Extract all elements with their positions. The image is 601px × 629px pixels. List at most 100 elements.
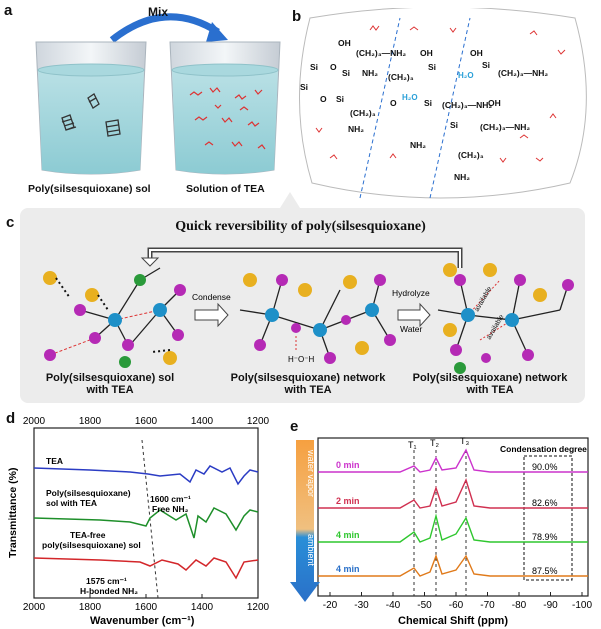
- tick-label: 1800: [79, 602, 102, 613]
- svg-text:available: available: [474, 285, 494, 313]
- tick-label: -20: [323, 600, 338, 611]
- panel-a-illustration: Mix Poly(silsesquioxane) sol Solution of…: [28, 5, 281, 195]
- tick-label: 1800: [79, 416, 102, 427]
- svg-text:O: O: [320, 94, 327, 104]
- svg-text:Poly(silsesquioxane): Poly(silsesquioxane): [46, 488, 131, 498]
- svg-text:NH₂: NH₂: [362, 68, 378, 78]
- tick-label: -80: [512, 600, 527, 611]
- svg-text:NH₂: NH₂: [348, 124, 364, 134]
- svg-text:OH: OH: [338, 38, 351, 48]
- svg-text:T₃: T₃: [460, 436, 469, 446]
- panel-a-label: a: [4, 2, 13, 19]
- svg-text:Si: Si: [310, 62, 318, 72]
- svg-text:2 min: 2 min: [336, 496, 360, 506]
- svg-text:poly(silsesquioxane) sol: poly(silsesquioxane) sol: [42, 540, 141, 550]
- svg-text:Si: Si: [342, 68, 350, 78]
- svg-text:T₁: T₁: [408, 440, 417, 450]
- panel-c-label: c: [6, 214, 15, 231]
- svg-text:OH: OH: [470, 48, 483, 58]
- tick-label: 2000: [23, 602, 46, 613]
- svg-text:H-bonded NH₂: H-bonded NH₂: [80, 586, 138, 596]
- tick-label: 1200: [247, 602, 270, 613]
- water-label: Water: [400, 324, 423, 334]
- svg-text:O: O: [390, 98, 397, 108]
- beaker2-caption: Solution of TEA: [186, 183, 265, 195]
- svg-text:Si: Si: [428, 62, 436, 72]
- trace-sol-tea: [33, 507, 259, 539]
- panel-c-title: Quick reversibility of poly(silsesquioxa…: [175, 219, 426, 234]
- scheme1-caption: Poly(silsesquioxane) sol with TEA: [45, 372, 175, 396]
- scheme-network-1: H⁻O⁻H: [239, 273, 396, 364]
- svg-text:sol with TEA: sol with TEA: [46, 498, 97, 508]
- svg-text:Si: Si: [336, 94, 344, 104]
- svg-text:(CH₂)₃—NH₂: (CH₂)₃—NH₂: [442, 100, 492, 110]
- svg-text:4 min: 4 min: [336, 530, 360, 540]
- svg-text:Condensation degree: Condensation degree: [500, 444, 587, 454]
- svg-text:(CH₂)₃—NH₂: (CH₂)₃—NH₂: [498, 68, 548, 78]
- mix-label: Mix: [148, 5, 168, 19]
- svg-text:78.9%: 78.9%: [532, 532, 558, 542]
- tick-label: -90: [543, 600, 558, 611]
- svg-text:1600 cm⁻¹: 1600 cm⁻¹: [150, 494, 191, 504]
- panel-e-label: e: [290, 418, 299, 435]
- svg-text:Si: Si: [424, 98, 432, 108]
- svg-text:H₂O: H₂O: [458, 71, 474, 80]
- tick-label: 2000: [23, 416, 46, 427]
- svg-text:0 min: 0 min: [336, 460, 360, 470]
- tick-label: 1400: [191, 416, 214, 427]
- tick-label: -100: [572, 600, 592, 611]
- svg-text:O: O: [330, 62, 337, 72]
- scheme2-caption: Poly(silsesquioxane) network with TEA: [230, 372, 386, 396]
- svg-text:H⁻O⁻H: H⁻O⁻H: [288, 355, 314, 364]
- d-xlabel: Wavenumber (cm⁻¹): [90, 615, 195, 627]
- trace-tea-free: [33, 557, 259, 580]
- beaker-1: [35, 41, 147, 175]
- svg-text:OH: OH: [488, 98, 501, 108]
- panel-d-chart: 2000 2000 1800 1800 1600 1600 1400 1400 1200 1200…: [7, 416, 270, 627]
- tick-label: 1600: [135, 416, 158, 427]
- panel-c-background: [20, 192, 585, 403]
- svg-text:TEA-free: TEA-free: [70, 530, 106, 540]
- tick-label: -60: [449, 600, 464, 611]
- e-xlabel: Chemical Shift (ppm): [398, 615, 508, 627]
- tick-label: -30: [354, 600, 369, 611]
- beaker1-caption: Poly(silsesquioxane) sol: [28, 183, 151, 195]
- svg-text:TEA: TEA: [46, 456, 63, 466]
- hydrolyze-label: Hydrolyze: [392, 288, 430, 298]
- svg-text:(CH₂)₃—NH₂: (CH₂)₃—NH₂: [356, 48, 406, 58]
- panel-e-chart: -20 -30 -40 -50 -60 -70 -80 -90 -100 water vapor…: [290, 436, 592, 627]
- mix-arrow: [109, 13, 220, 43]
- svg-text:87.5%: 87.5%: [532, 566, 558, 576]
- svg-text:Si: Si: [300, 82, 308, 92]
- svg-text:(CH₂)₃: (CH₂)₃: [388, 72, 414, 82]
- svg-text:1575 cm⁻¹: 1575 cm⁻¹: [86, 576, 127, 586]
- tick-label: 1600: [135, 602, 158, 613]
- svg-text:Si: Si: [450, 120, 458, 130]
- condense-label: Condense: [192, 292, 231, 302]
- panel-b-label: b: [292, 8, 302, 25]
- scheme-network-2: available available: [437, 263, 574, 374]
- scheme-sol: [43, 267, 186, 368]
- scheme3-caption: Poly(silsesquioxane) network with TEA: [412, 372, 568, 396]
- arrow-top-label: water vapor: [306, 449, 316, 497]
- svg-text:OH: OH: [420, 48, 433, 58]
- svg-text:82.6%: 82.6%: [532, 498, 558, 508]
- svg-text:H₂O: H₂O: [402, 93, 418, 102]
- panel-d-label: d: [6, 410, 16, 427]
- svg-text:(CH₂)₃: (CH₂)₃: [350, 108, 376, 118]
- trace-tea: [33, 465, 259, 486]
- arrow-bottom-label: ambient: [306, 534, 316, 567]
- d-ylabel: Transmittance (%): [7, 468, 19, 558]
- svg-text:90.0%: 90.0%: [532, 462, 558, 472]
- svg-text:(CH₂)₃: (CH₂)₃: [458, 150, 484, 160]
- tick-label: -40: [386, 600, 401, 611]
- tick-label: -50: [417, 600, 432, 611]
- svg-text:Si: Si: [482, 60, 490, 70]
- tick-label: 1400: [191, 602, 214, 613]
- beaker-2: [169, 41, 281, 175]
- svg-text:T₂: T₂: [430, 438, 439, 448]
- tick-label: -70: [480, 600, 495, 611]
- tick-label: 1200: [247, 416, 270, 427]
- svg-text:Free NH₂: Free NH₂: [152, 504, 189, 514]
